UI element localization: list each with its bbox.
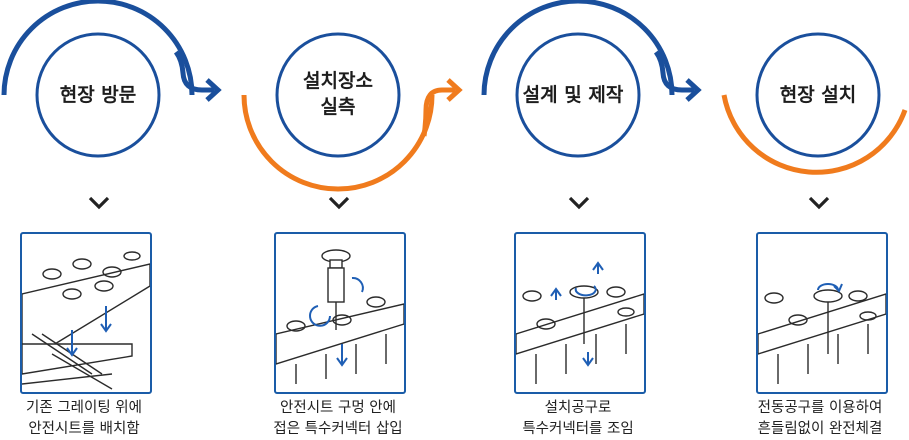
step-1-title: 현장 방문 (59, 84, 137, 106)
chevron-down-icon (808, 196, 830, 210)
arrow-right-icon (421, 78, 463, 137)
step-2-circle (275, 32, 401, 158)
step-2-arc (241, 94, 435, 192)
step-4-circle (755, 32, 881, 158)
step-3-illustration (514, 232, 646, 394)
step-4-title: 현장 설치 (779, 84, 857, 106)
step-1-circle (35, 32, 161, 158)
step-1-arc (1, 0, 195, 96)
step-1-illustration (20, 232, 152, 394)
chevron-down-icon (568, 196, 590, 210)
step-3-arc (481, 0, 675, 96)
step-4-graphic (721, 32, 908, 175)
step-4-illustration (756, 232, 888, 394)
chevron-down-icon (88, 196, 110, 210)
arrow-right-icon (173, 50, 222, 102)
step-2-graphic (241, 32, 463, 192)
chevron-down-icon (328, 196, 350, 210)
step-3-title: 설계 및 제작 (522, 84, 624, 106)
step-2-illustration (274, 232, 406, 394)
step-3-graphic (481, 0, 702, 158)
step-3-circle (515, 32, 641, 158)
arrow-right-icon (653, 50, 702, 102)
step-1-graphic (1, 0, 222, 158)
step-4-arc (721, 94, 908, 175)
